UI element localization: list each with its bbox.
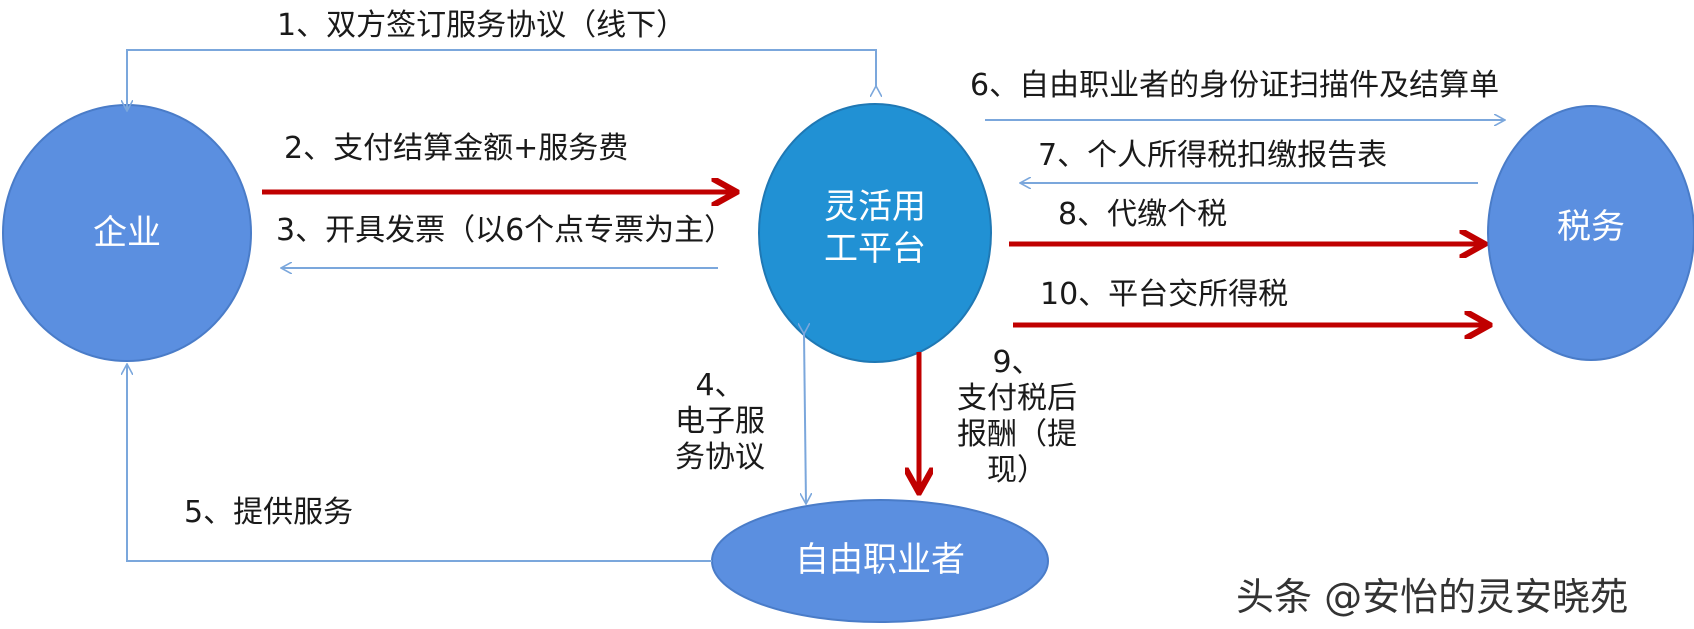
step-2-label: 2、支付结算金额+服务费 [284, 131, 629, 166]
step-4-line3: 务协议 [675, 440, 765, 475]
step-9-line2: 支付税后 [957, 381, 1077, 416]
step-9-line1: 9、 [992, 345, 1042, 380]
step-10-label: 10、平台交所得税 [1040, 277, 1289, 312]
step-4-label: 4、 电子服 务协议 [660, 368, 780, 476]
platform-label-line1: 灵活用 [824, 187, 926, 227]
step-9-label: 9、 支付税后 报酬（提 现） [952, 345, 1082, 489]
arrow-s1-agreement [127, 49, 876, 111]
enterprise-label: 企业 [93, 213, 161, 253]
arrow-s4-e-agreement [804, 334, 806, 504]
step-6-label: 6、自由职业者的身份证扫描件及结算单 [970, 68, 1500, 103]
tax-label: 税务 [1557, 207, 1625, 247]
watermark: 头条 @安怡的灵安晓苑 [1236, 575, 1629, 619]
platform-label-line2: 工平台 [824, 229, 926, 269]
step-4-line1: 4、 [695, 368, 745, 403]
step-3-label: 3、开具发票（以6个点专票为主） [276, 213, 735, 248]
freelancer-label: 自由职业者 [795, 540, 965, 580]
arrow-s5-service [127, 364, 712, 562]
step-7-label: 7、个人所得税扣缴报告表 [1038, 138, 1388, 173]
platform-label: 灵活用 工平台 [775, 186, 975, 270]
step-1-label: 1、双方签订服务协议（线下） [277, 8, 687, 43]
step-9-line3: 报酬（提 [957, 417, 1077, 452]
tax-node [1487, 105, 1694, 361]
step-4-line2: 电子服 [675, 404, 765, 439]
step-5-label: 5、提供服务 [184, 495, 354, 530]
step-8-label: 8、代缴个税 [1058, 197, 1228, 232]
step-9-line4: 现） [987, 453, 1047, 488]
